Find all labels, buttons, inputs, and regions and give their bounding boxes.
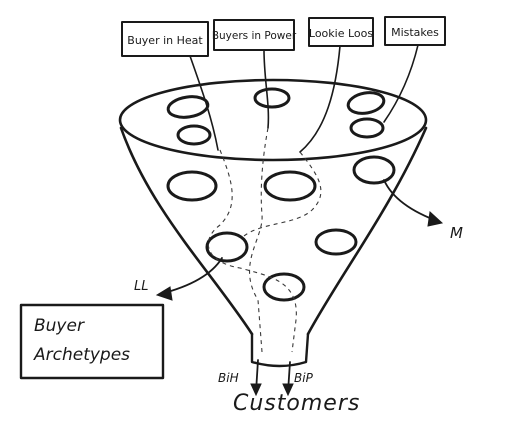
output-label-bih: BiH (218, 371, 239, 385)
arrow-buyers-in-power (282, 361, 294, 397)
label-box-mistakes: Mistakes (384, 16, 446, 46)
label-buyers-in-power: Buyers in Power (212, 30, 297, 42)
pointer-buyers-in-power (263, 49, 270, 129)
label-buyer-in-heat: Buyer in Heat (127, 34, 203, 47)
buyer-archetypes-box: Buyer Archetypes (19, 303, 165, 380)
funnel-holes (166, 87, 396, 302)
label-lookie-loos: Lookie Loos (309, 27, 373, 40)
buyer-archetypes-line2: Archetypes (33, 345, 130, 365)
label-mistakes: Mistakes (391, 26, 439, 39)
output-label-ll: LL (134, 279, 149, 294)
label-box-lookie-loos: Lookie Loos (308, 17, 374, 47)
pointer-buyer-in-heat (189, 55, 219, 151)
pointer-mistakes (383, 44, 419, 123)
dashed-flow-paths (207, 127, 322, 353)
label-box-buyer-in-heat: Buyer in Heat (121, 21, 209, 57)
funnel-outline (118, 78, 428, 368)
buyer-archetypes-line1: Buyer (34, 316, 85, 336)
arrow-mistakes (383, 179, 444, 227)
output-label-customers: Customers (233, 391, 360, 416)
arrow-buyer-in-heat (250, 359, 262, 397)
arrow-lookie-loos (155, 257, 223, 301)
output-label-bip: BiP (294, 371, 314, 385)
label-box-buyers-in-power: Buyers in Power (212, 19, 297, 51)
pointer-lookie-loos (299, 45, 341, 153)
output-label-m: M (450, 224, 463, 242)
